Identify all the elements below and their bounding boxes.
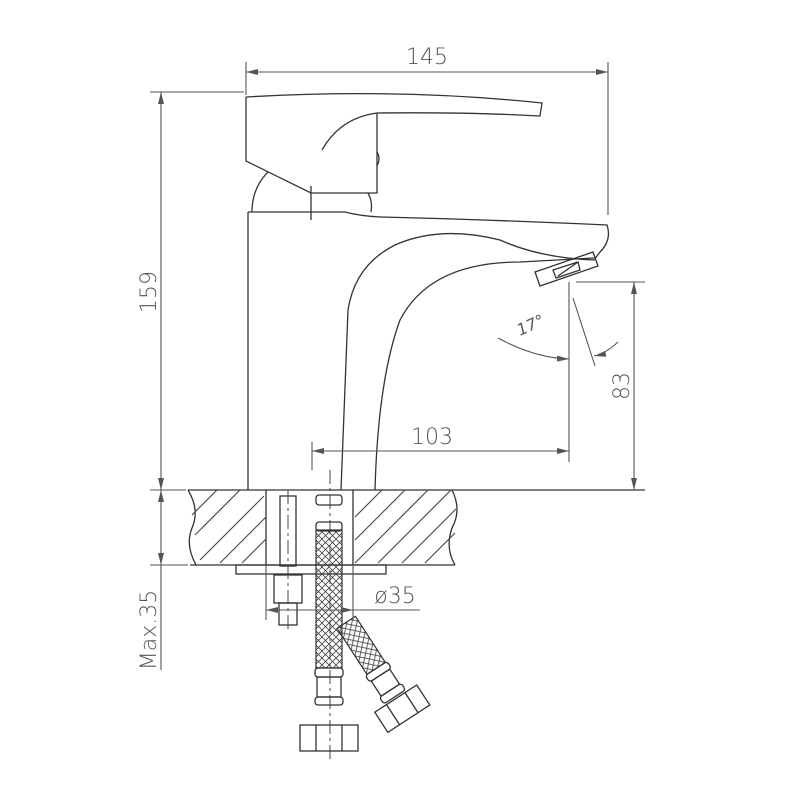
supply-hoses [299, 470, 431, 760]
label-d35: ø35 [374, 584, 415, 609]
label-145: 145 [406, 45, 448, 70]
faucet-body [245, 92, 610, 491]
dimension-spout-reach: 103 [311, 282, 570, 470]
label-17deg: 17° [514, 310, 548, 339]
countertop-section [187, 489, 645, 575]
label-83: 83 [610, 372, 635, 400]
dimension-spout-height: 83 [576, 281, 645, 490]
mounting-stud [273, 490, 303, 630]
dimension-max-thickness: Max.35 [137, 490, 188, 670]
dimension-hole-diameter: ø35 [265, 565, 420, 620]
dimension-overall-width: 145 [245, 45, 609, 215]
dimension-overall-height: 159 [137, 91, 244, 491]
dimension-outlet-angle: 17° [497, 297, 619, 367]
label-103: 103 [411, 425, 453, 450]
label-max35: Max.35 [137, 590, 162, 670]
label-159: 159 [137, 271, 162, 313]
